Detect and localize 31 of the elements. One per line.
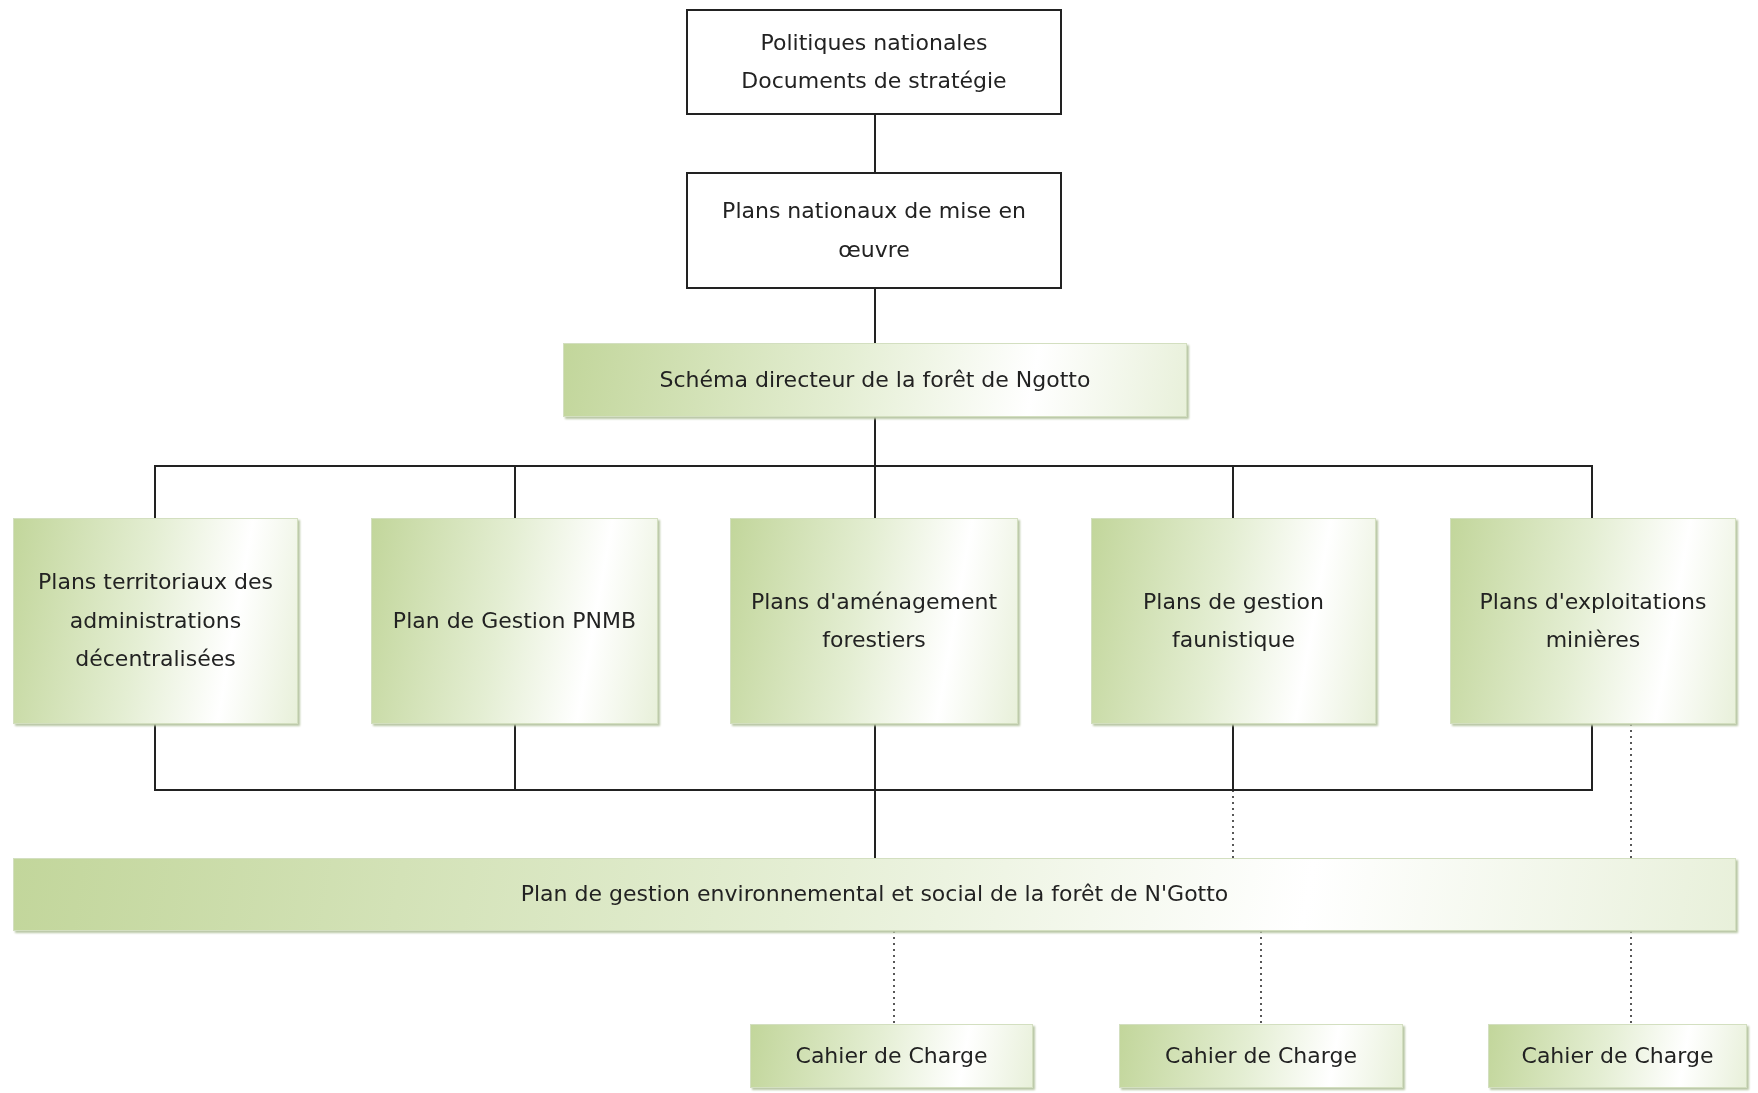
connector-line	[874, 114, 876, 173]
gradient-box	[371, 518, 658, 724]
node-label: Cahier de Charge	[795, 1041, 988, 1070]
gradient-box	[1450, 518, 1736, 724]
dotted-connector	[1630, 723, 1632, 859]
node-label: Politiques nationales	[760, 28, 988, 57]
node-label: Plans territoriaux des administrations décentralisées	[37, 568, 274, 674]
node-label: Schéma directeur de la forêt de Ngotto	[659, 365, 1091, 394]
node-label: Cahier de Charge	[1165, 1041, 1357, 1070]
node-label: Plans d'exploitations minières	[1478, 587, 1708, 654]
node-label: Plans nationaux de mise en œuvre	[721, 197, 1027, 264]
node-label: Plans d'aménagement forestiers	[749, 587, 999, 654]
gradient-box	[730, 518, 1018, 724]
gradient-box	[750, 1024, 1033, 1088]
node-label: Plan de Gestion PNMB	[392, 606, 637, 635]
gradient-box	[13, 518, 298, 724]
node-label: Plans de gestion faunistique	[1142, 587, 1325, 654]
gradient-box	[563, 343, 1187, 417]
connector-line	[874, 288, 876, 344]
node-label: Documents de stratégie	[741, 67, 1007, 95]
dotted-connector	[1260, 930, 1262, 1025]
gradient-box	[1119, 1024, 1403, 1088]
gradient-box	[1091, 518, 1376, 724]
dotted-connector	[893, 930, 895, 1025]
gradient-box	[1488, 1024, 1747, 1088]
gradient-box	[13, 858, 1736, 931]
node-label: Plan de gestion environnemental et social de la forêt de N'Gotto	[520, 880, 1229, 909]
dotted-connector	[1630, 930, 1632, 1025]
process-box	[686, 172, 1062, 289]
node-label: Cahier de Charge	[1521, 1041, 1714, 1070]
process-box	[686, 9, 1062, 115]
